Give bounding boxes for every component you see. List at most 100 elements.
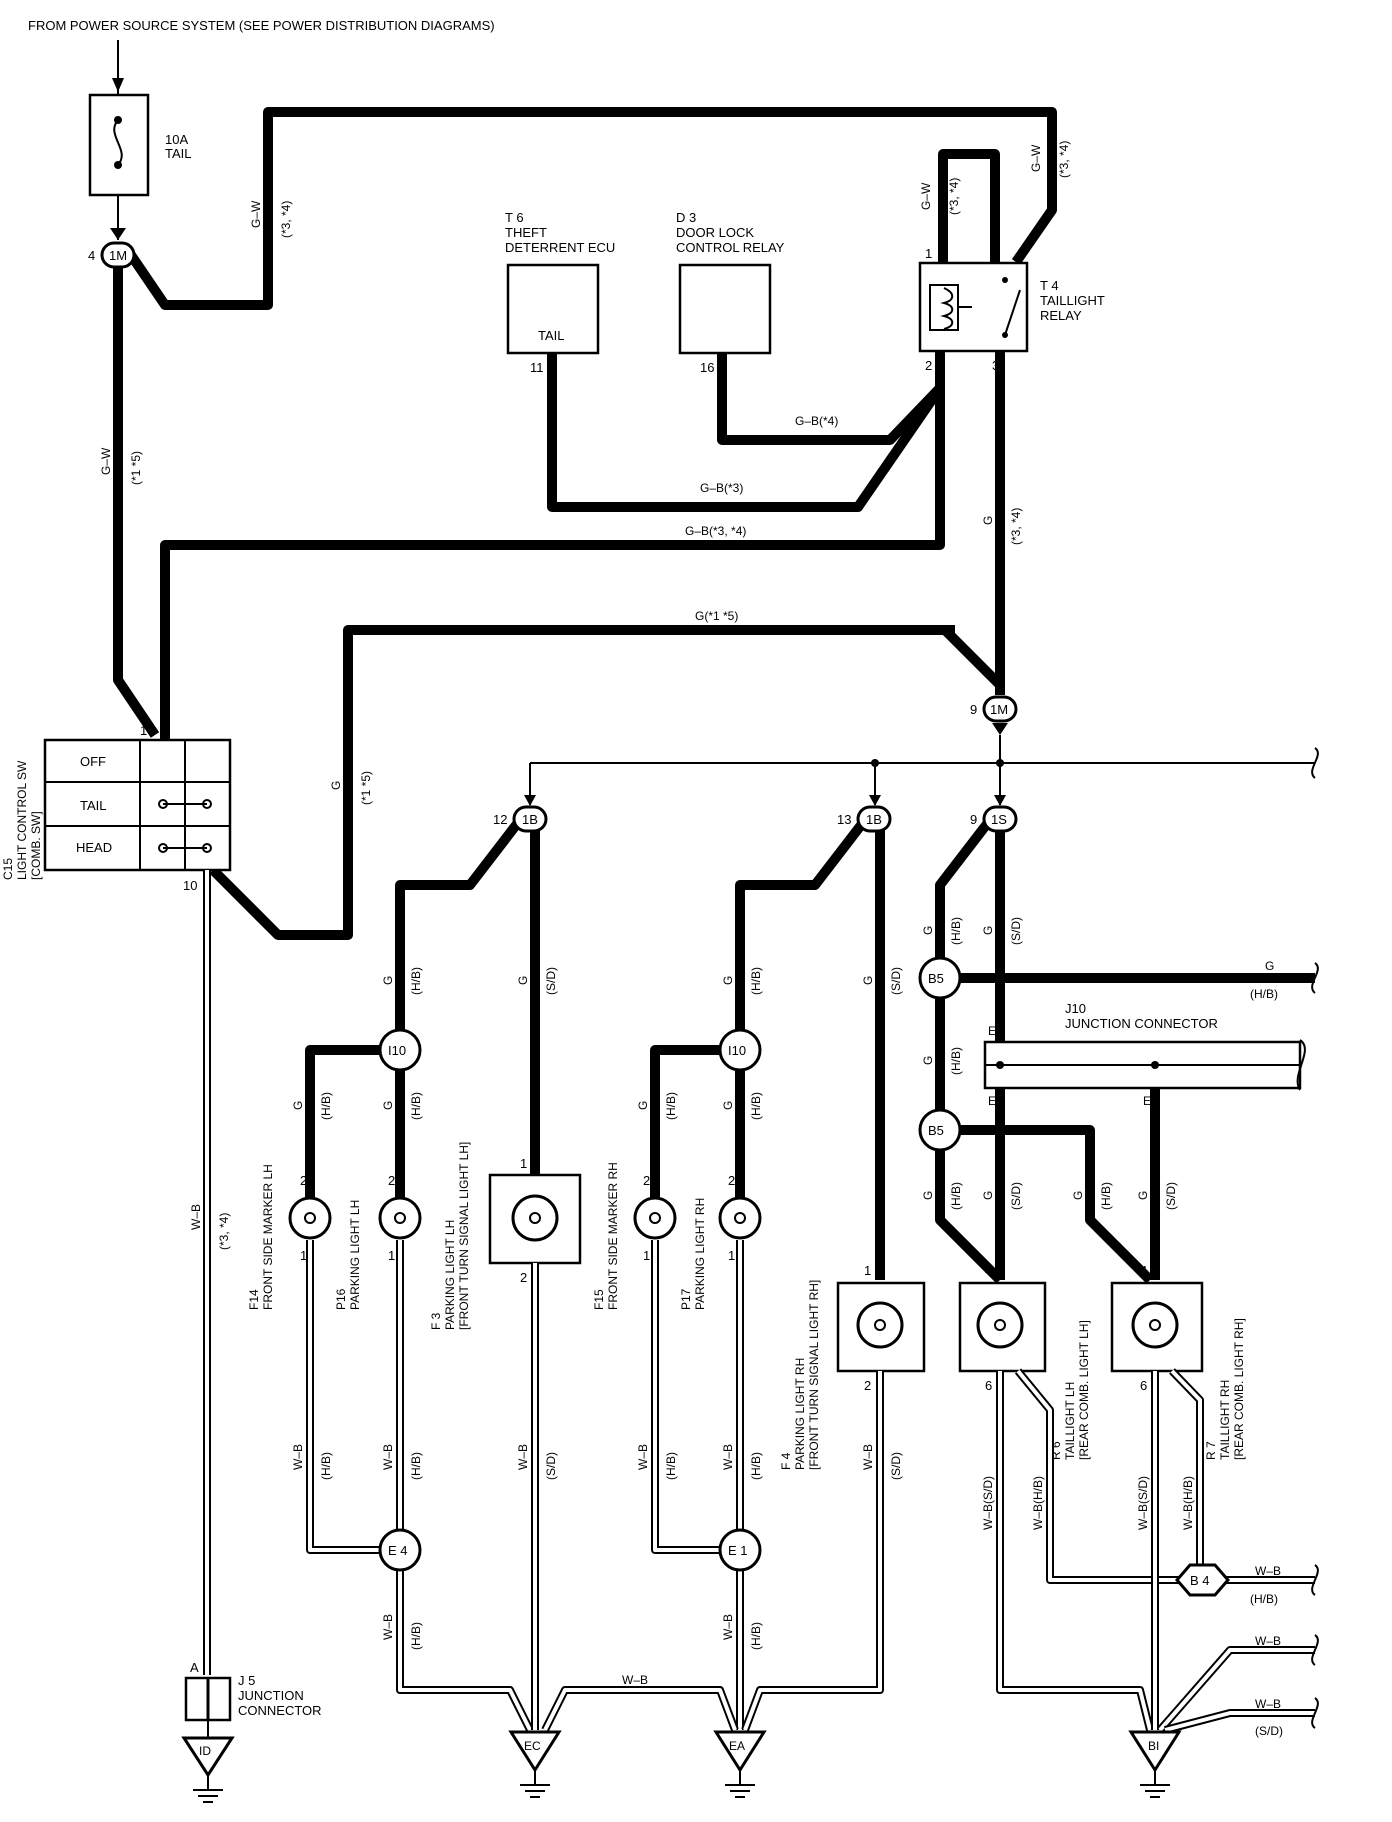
svg-text:W–B: W–B [516,1444,530,1470]
front-side-marker-rh: 2 1 F15 FRONT SIDE MARKER RH [592,1162,677,1310]
svg-text:(H/B): (H/B) [949,917,963,945]
svg-text:G: G [921,1191,935,1200]
svg-text:G: G [1136,1191,1150,1200]
svg-text:G: G [721,976,735,985]
svg-text:T 6: T 6 [505,210,524,225]
svg-text:4: 4 [1140,1263,1147,1278]
svg-text:W–B: W–B [636,1444,650,1470]
light-control-switch: OFF TAIL HEAD 13 10 C15 LIGHT CONTROL SW… [1,723,232,893]
svg-text:E: E [988,1024,996,1038]
diagram-header: FROM POWER SOURCE SYSTEM (SEE POWER DIST… [28,18,495,33]
svg-text:6: 6 [1140,1378,1147,1393]
svg-text:1: 1 [520,1156,527,1171]
connector-1m-lower: 1M 9 [970,695,1018,735]
svg-text:F15: F15 [592,1289,606,1310]
svg-text:W–B: W–B [721,1444,735,1470]
svg-text:G: G [329,781,343,790]
front-side-marker-lh: 2 1 F14 FRONT SIDE MARKER LH [247,1164,332,1310]
svg-text:F 3: F 3 [429,1312,443,1330]
ground-id: ID [181,1736,235,1803]
svg-text:6: 6 [985,1378,992,1393]
svg-text:PARKING LIGHT LH: PARKING LIGHT LH [348,1200,362,1310]
svg-text:1S: 1S [991,812,1007,827]
svg-text:W–B: W–B [721,1614,735,1640]
svg-text:LIGHT CONTROL SW: LIGHT CONTROL SW [15,760,29,880]
svg-text:(H/B): (H/B) [409,1452,423,1480]
rear-ground-wires: B 4 W–B (H/B) W–B W–B (S/D) W–B(S/D) W–B… [981,1368,1319,1738]
svg-text:TAILLIGHT RH: TAILLIGHT RH [1218,1380,1232,1460]
svg-text:W–B: W–B [1255,1697,1281,1711]
svg-text:W–B: W–B [381,1614,395,1640]
svg-text:1M: 1M [990,702,1008,717]
svg-text:HEAD: HEAD [76,840,112,855]
svg-text:1: 1 [300,1248,307,1263]
svg-text:2: 2 [864,1378,871,1393]
svg-text:(H/B): (H/B) [409,1092,423,1120]
svg-text:P16: P16 [334,1288,348,1310]
svg-text:(H/B): (H/B) [319,1452,333,1480]
svg-text:2: 2 [643,1173,650,1188]
svg-text:(H/B): (H/B) [664,1092,678,1120]
svg-text:G–B(*3, *4): G–B(*3, *4) [685,524,746,538]
svg-text:G: G [981,926,995,935]
svg-text:G–W: G–W [249,200,263,228]
svg-text:G: G [291,1101,305,1110]
svg-text:[REAR COMB. LIGHT LH]: [REAR COMB. LIGHT LH] [1077,1320,1091,1460]
svg-text:1: 1 [643,1248,650,1263]
svg-text:(S/D): (S/D) [1164,1182,1178,1210]
svg-text:(H/B): (H/B) [749,967,763,995]
svg-text:E 1: E 1 [728,1543,748,1558]
svg-text:W–B: W–B [291,1444,305,1470]
svg-text:G: G [516,976,530,985]
svg-text:(*3, *4): (*3, *4) [1057,141,1071,178]
svg-text:G(*1 *5): G(*1 *5) [695,609,738,623]
svg-text:(H/B): (H/B) [1099,1182,1113,1210]
svg-text:[FRONT TURN SIGNAL LIGHT LH]: [FRONT TURN SIGNAL LIGHT LH] [457,1142,471,1330]
svg-text:G: G [1071,1191,1085,1200]
svg-text:PARKING LIGHT LH: PARKING LIGHT LH [443,1220,457,1330]
connector-1m-top: 1M 4 [88,241,136,269]
svg-text:G: G [721,1101,735,1110]
svg-text:G: G [1265,959,1274,973]
svg-text:R 7: R 7 [1204,1441,1218,1460]
upper-wiring [113,107,1057,940]
svg-text:W–B: W–B [189,1204,203,1230]
front-left-ground-wires: E 4 W–B (H/B) W–B (H/B) W–B (S/D) W–B (H… [291,1240,558,1732]
svg-text:(H/B): (H/B) [749,1452,763,1480]
svg-text:J10: J10 [1065,1001,1086,1016]
svg-text:G: G [381,976,395,985]
fuse-10a-tail: 10A TAIL [88,40,192,240]
svg-text:TAIL: TAIL [80,798,107,813]
parking-light-lh: 2 1 P16 PARKING LIGHT LH [334,1173,422,1310]
svg-text:A: A [190,1660,199,1675]
svg-text:G: G [381,1101,395,1110]
svg-text:B5: B5 [928,1123,944,1138]
svg-text:(S/D): (S/D) [889,1452,903,1480]
front-turn-signal-rh: 1 2 F 4 PARKING LIGHT RH [FRONT TURN SIG… [779,1263,926,1470]
ground-ea: EA [713,1730,767,1798]
svg-text:(H/B): (H/B) [1250,1592,1278,1606]
front-right-ground-wires: E 1 W–B (H/B) W–B (H/B) W–B (S/D) W–B (H… [541,1240,903,1732]
svg-text:W–B(S/D): W–B(S/D) [981,1476,995,1530]
svg-text:G: G [636,1101,650,1110]
svg-text:I10: I10 [388,1043,406,1058]
svg-text:PARKING LIGHT RH: PARKING LIGHT RH [793,1358,807,1470]
svg-text:ID: ID [199,1744,211,1758]
middle-bus [524,735,1319,806]
svg-text:(H/B): (H/B) [409,967,423,995]
svg-text:(H/B): (H/B) [949,1047,963,1075]
front-right-group: 1B 13 I10 G (H/B) G (S/D) G (H/B) G (H/B… [636,805,903,1280]
svg-text:JUNCTION CONNECTOR: JUNCTION CONNECTOR [1065,1016,1218,1031]
svg-text:1: 1 [728,1248,735,1263]
svg-text:[COMB. SW]: [COMB. SW] [29,811,43,880]
svg-text:BI: BI [1148,1739,1159,1753]
svg-text:1: 1 [925,246,932,261]
svg-text:3: 3 [992,358,999,373]
svg-text:EC: EC [524,1739,541,1753]
svg-text:13: 13 [837,812,851,827]
svg-text:W–B: W–B [1255,1634,1281,1648]
taillight-rh: 4 6 R 7 TAILLIGHT RH [REAR COMB. LIGHT R… [1110,1263,1246,1460]
svg-text:P17: P17 [679,1288,693,1310]
svg-text:G–B(*3): G–B(*3) [700,481,743,495]
svg-text:(S/D): (S/D) [544,967,558,995]
